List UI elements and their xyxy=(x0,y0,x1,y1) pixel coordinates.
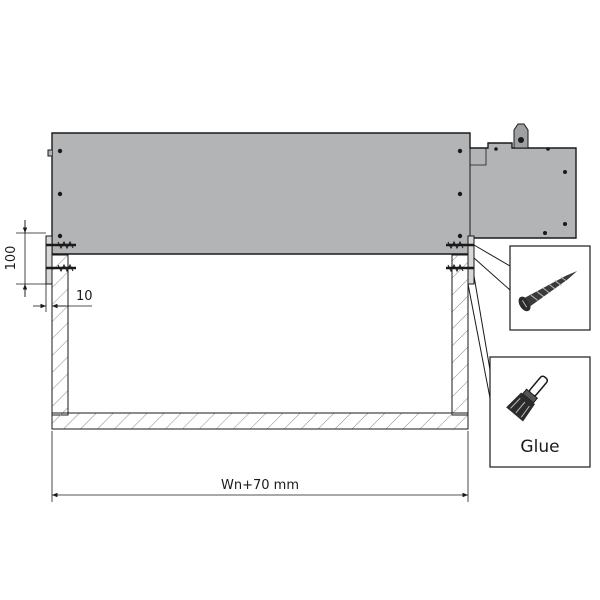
width-dimension: Wn+70 mm xyxy=(51,431,469,502)
drawer-section xyxy=(51,254,469,430)
height-dimension-label: 100 xyxy=(4,246,19,271)
glue-brush-icon xyxy=(506,375,549,422)
panel-body xyxy=(51,132,577,255)
width-dimension-label: Wn+70 mm xyxy=(221,478,299,493)
top-hook xyxy=(513,123,529,149)
height-dimension: 100 xyxy=(4,220,46,297)
left-fixing-screws xyxy=(45,235,76,285)
panel-holes xyxy=(57,147,567,239)
drawer-bottom xyxy=(51,412,469,430)
callout-leaders xyxy=(467,244,511,399)
offset-dimension: 10 xyxy=(33,284,93,312)
glue-label: Glue xyxy=(520,437,559,457)
front-panel xyxy=(47,123,577,255)
right-fixing-screws xyxy=(446,235,475,285)
offset-dimension-label: 10 xyxy=(76,289,93,304)
screw-icon xyxy=(518,271,578,312)
left-side-wall xyxy=(51,254,69,416)
glue-callout: Glue xyxy=(489,356,591,468)
screw-callout xyxy=(509,245,591,331)
right-side-wall xyxy=(451,254,469,416)
